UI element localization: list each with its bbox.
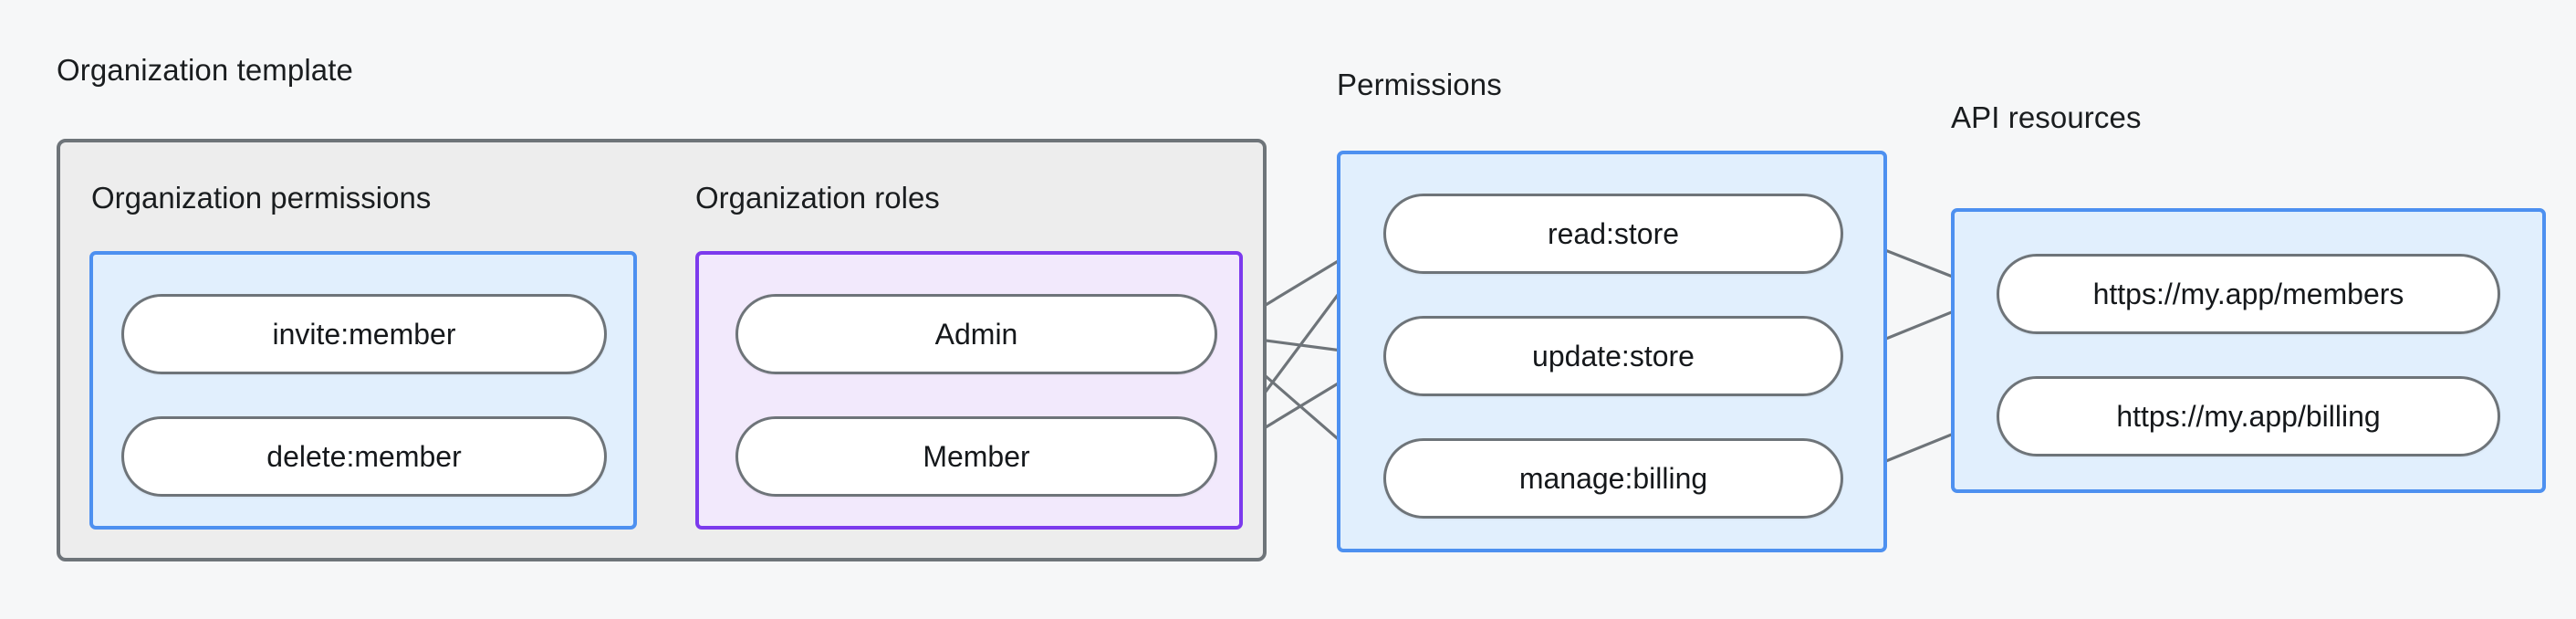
- node-api-billing-label: https://my.app/billing: [2116, 399, 2381, 433]
- api-resources-label: API resources: [1951, 100, 2142, 134]
- node-member[interactable]: Member: [735, 416, 1217, 497]
- node-invite-member[interactable]: invite:member: [121, 294, 607, 374]
- organization-roles-label: Organization roles: [695, 181, 940, 215]
- node-member-label: Member: [923, 439, 1030, 473]
- node-manage-billing[interactable]: manage:billing: [1383, 438, 1843, 519]
- node-manage-billing-label: manage:billing: [1518, 461, 1708, 495]
- node-api-billing[interactable]: https://my.app/billing: [1997, 376, 2500, 456]
- node-read-store[interactable]: read:store: [1383, 194, 1843, 274]
- node-update-store[interactable]: update:store: [1383, 316, 1843, 396]
- node-api-members-label: https://my.app/members: [2092, 277, 2404, 310]
- node-admin-label: Admin: [934, 317, 1018, 351]
- node-admin[interactable]: Admin: [735, 294, 1217, 374]
- node-read-store-label: read:store: [1547, 216, 1680, 250]
- organization-template-label: Organization template: [57, 53, 353, 87]
- permissions-label: Permissions: [1337, 68, 1502, 101]
- node-delete-member-label: delete:member: [266, 439, 462, 473]
- node-update-store-label: update:store: [1532, 339, 1695, 372]
- node-invite-member-label: invite:member: [272, 317, 456, 351]
- node-delete-member[interactable]: delete:member: [121, 416, 607, 497]
- organization-permissions-label: Organization permissions: [91, 181, 432, 215]
- node-api-members[interactable]: https://my.app/members: [1997, 254, 2500, 334]
